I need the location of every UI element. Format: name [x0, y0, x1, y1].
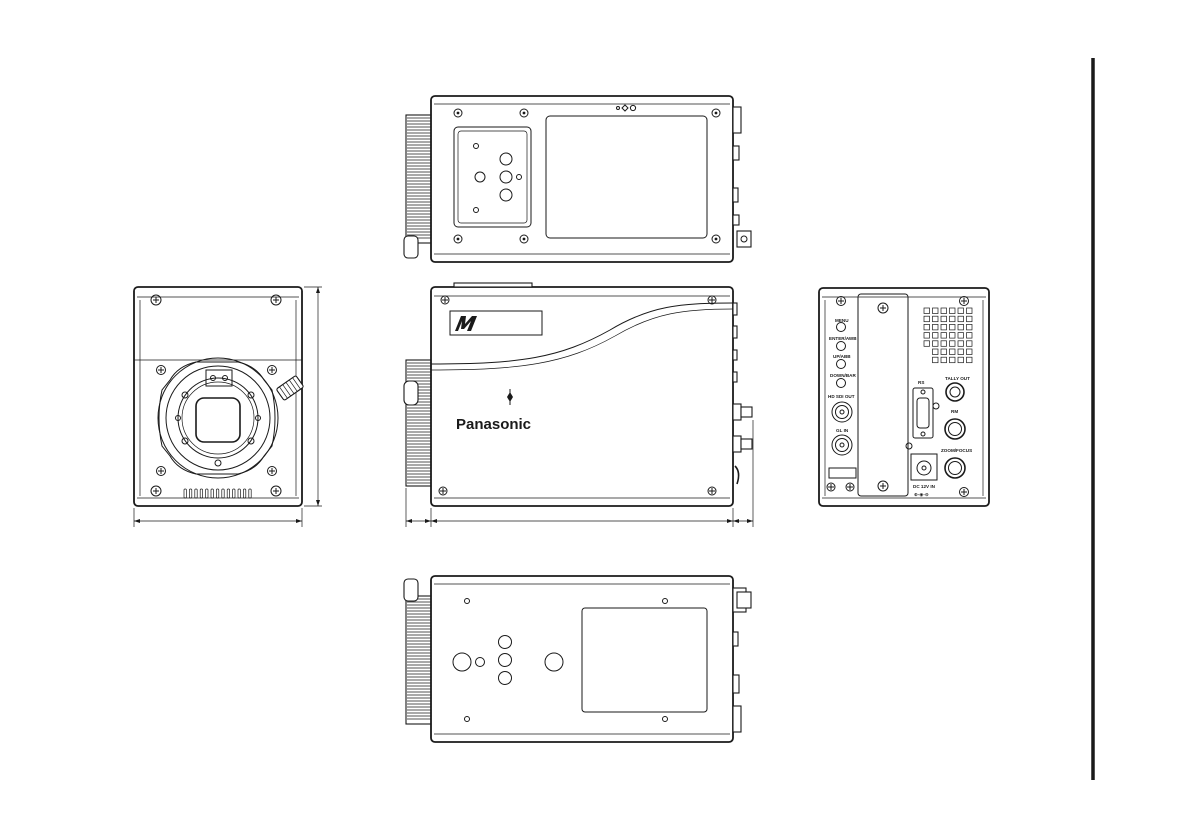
rear-view-control-buttons: MENU ENTER/AWB UP/ABB DOWN/BAR [829, 318, 857, 388]
label-zoom-focus: ZOOM/FOCUS [941, 448, 972, 453]
bottom-view [403, 575, 752, 743]
top-view [403, 95, 752, 263]
brand-logo-mark [455, 316, 477, 331]
label-tally-out: TALLY OUT [945, 376, 970, 381]
top-view-body [430, 95, 734, 263]
label-gl-in: GL IN [836, 428, 849, 433]
side-view-screws [438, 295, 717, 496]
tally-out-connector [945, 382, 965, 402]
front-view-lens-mount [157, 357, 279, 479]
enter-awb-button [836, 341, 846, 351]
top-view-screws [453, 108, 721, 244]
rear-view-screws [826, 296, 969, 497]
top-view-lens-ring-knurl [407, 117, 431, 239]
label-dc-polarity: ⊕-◉-⊖ [914, 492, 929, 497]
front-view-sensor-opening [195, 397, 241, 443]
label-menu: MENU [835, 318, 849, 323]
menu-button [836, 322, 846, 332]
label-dc-in: DC 12V IN [913, 484, 936, 489]
side-view-logo-plate [449, 310, 543, 336]
side-view-lens-ring-knurl [407, 362, 432, 484]
label-down-bar: DOWN/BAR [830, 373, 856, 378]
front-view-lock-lever [276, 375, 304, 401]
label-rs: RS [918, 380, 924, 385]
label-up-abb: UP/ABB [833, 354, 851, 359]
side-view-dimension-lines [405, 420, 754, 527]
rear-view-dc-in: DC 12V IN ⊕-◉-⊖ [905, 442, 938, 497]
side-view-rear-connectors [732, 302, 753, 485]
front-view-vents [183, 488, 252, 499]
rm-connector [944, 418, 966, 440]
rear-view-round-connectors: TALLY OUT RM ZOOM/FOCUS [932, 376, 972, 479]
down-bar-button [836, 378, 846, 388]
front-view-screws [150, 294, 282, 497]
up-abb-button [836, 359, 846, 369]
top-view-lens-ring [405, 114, 433, 244]
side-view-body [430, 286, 734, 507]
front-view-body [133, 286, 303, 507]
bottom-view-lens-ring-knurl [407, 598, 431, 720]
zoom-focus-connector [944, 457, 966, 479]
front-view [133, 286, 322, 527]
bottom-view-lens-ring [405, 595, 433, 725]
rear-view-rs-connector: RS [912, 380, 934, 439]
rear-view-bnc-connectors: HD SDI OUT GL IN [828, 394, 857, 479]
hd-sdi-out-connector [831, 401, 853, 423]
rear-view-vent-grille [923, 307, 973, 364]
top-view-label-window [545, 115, 708, 239]
side-view: Panasonic [403, 282, 754, 527]
gl-in-connector [831, 434, 853, 456]
rear-view: MENU ENTER/AWB UP/ABB DOWN/BAR HD SDI OU… [818, 287, 990, 507]
top-view-lock-lever [403, 235, 419, 259]
label-hd-sdi-out: HD SDI OUT [828, 394, 855, 399]
side-view-lock-lever [403, 380, 419, 406]
front-view-dimension-lines [133, 286, 322, 527]
bottom-view-lock-lever [403, 578, 419, 602]
bottom-view-label-window [581, 607, 708, 713]
rear-view-option-slot-cover [857, 293, 909, 497]
top-view-mount-plate [453, 126, 532, 228]
label-rm: RM [951, 409, 958, 414]
label-enter-awb: ENTER/AWB [829, 336, 857, 341]
dc-in-connector [910, 453, 938, 481]
brand-name-text: Panasonic [456, 416, 531, 433]
